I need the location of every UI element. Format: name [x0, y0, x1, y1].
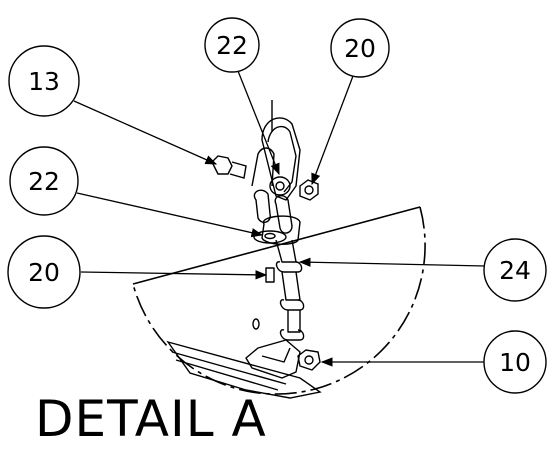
balloon-22-top-label: 22: [216, 31, 248, 60]
balloon-10: 10: [483, 330, 547, 394]
balloon-20-top: 20: [330, 18, 390, 78]
balloon-24-label: 24: [499, 256, 531, 285]
linkage-assembly: [245, 100, 305, 379]
section-line: [132, 206, 421, 285]
detail-boundary-arc: [132, 206, 426, 395]
washer-part: [253, 230, 287, 244]
balloon-22-left: 22: [9, 146, 79, 216]
nut-part-upper: [299, 179, 319, 201]
base-plate: [166, 340, 322, 399]
bolt-part: [211, 155, 247, 179]
balloon-24: 24: [483, 238, 547, 302]
leader-22-left: [76, 192, 264, 238]
nut-part-lower: [297, 349, 321, 371]
leader-13: [73, 100, 218, 165]
detail-title: DETAIL A: [35, 390, 267, 448]
balloon-22-left-label: 22: [28, 167, 60, 196]
leader-20-top: [311, 75, 354, 186]
leader-24: [298, 257, 486, 267]
balloon-22-top: 22: [204, 17, 260, 73]
balloon-10-label: 10: [499, 348, 531, 377]
leader-22-top: [237, 70, 280, 176]
balloon-20-left-label: 20: [28, 258, 60, 287]
leader-20-left: [80, 270, 268, 280]
balloon-20-left: 20: [7, 235, 81, 309]
balloon-13-label: 13: [28, 67, 60, 96]
balloon-13: 13: [8, 45, 80, 117]
balloon-20-top-label: 20: [344, 34, 376, 63]
